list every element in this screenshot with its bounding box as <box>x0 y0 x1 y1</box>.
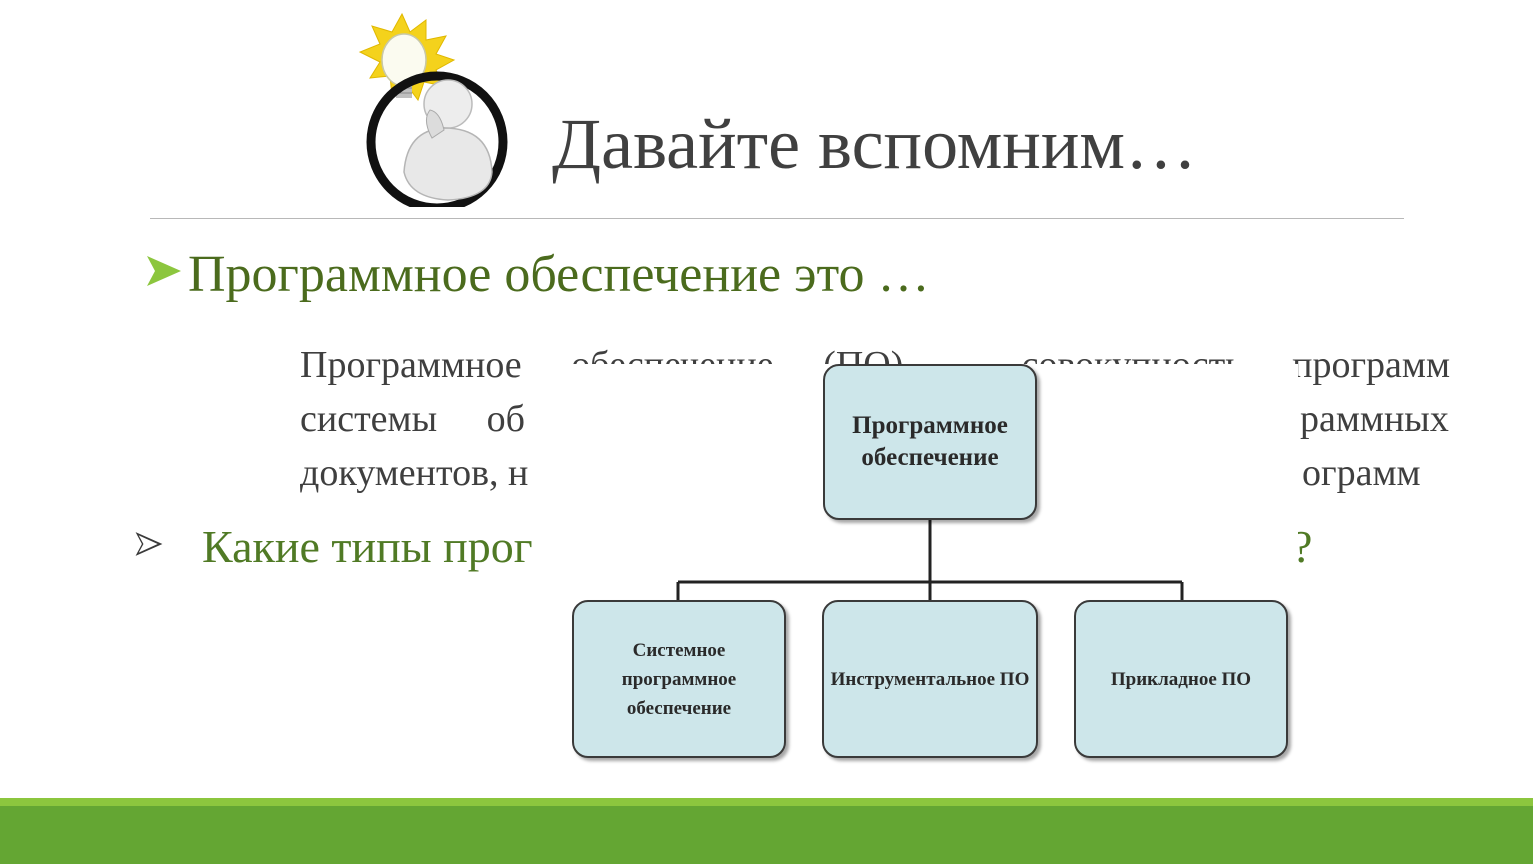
diagram-root-label: Программное обеспечение <box>852 412 1008 471</box>
diagram-box-applied: Прикладное ПО <box>1074 600 1288 758</box>
definition-fragment: раммных <box>1300 398 1449 440</box>
diagram-box-label: Прикладное ПО <box>1110 668 1252 690</box>
arrow-bullet-icon <box>135 532 163 556</box>
bullet-question-types: Какие типы прог <box>202 521 533 572</box>
definition-fragment: ограмм <box>1302 452 1421 494</box>
slide-title: Давайте вспомним… <box>552 104 1197 184</box>
definition-line: системы об <box>300 398 525 440</box>
diagram-root-box: Программное обеспечение <box>823 364 1037 520</box>
definition-line: документов, н <box>300 452 529 494</box>
bullet-question-software: Программное обеспечение это … <box>188 246 930 303</box>
diagram-box-tools: Инструментальное ПО <box>822 600 1038 758</box>
footer-accent-line <box>0 798 1533 806</box>
title-divider <box>150 218 1404 219</box>
diagram-box-label: Системное программное обеспечение <box>621 639 737 719</box>
diagram-box-label: Инструментальное ПО <box>830 668 1030 690</box>
diagram-box-system: Системное программное обеспечение <box>572 600 786 758</box>
footer-bar <box>0 806 1533 864</box>
thinking-person-lightbulb-icon <box>352 12 517 213</box>
software-types-diagram: Программное обеспечение Системное програ… <box>568 364 1298 774</box>
arrow-bullet-icon <box>147 256 181 286</box>
diagram-connectors <box>676 520 1184 600</box>
